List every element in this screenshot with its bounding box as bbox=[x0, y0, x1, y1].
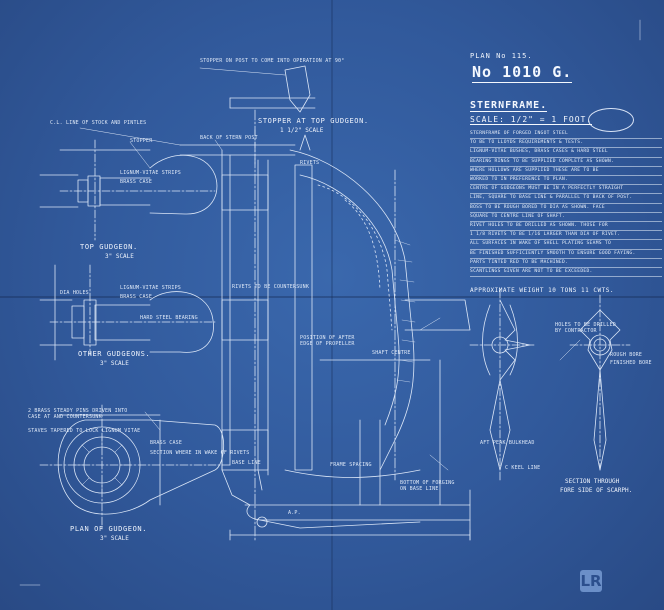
rivets-countersunk-callout: RIVETS TO BE COUNTERSUNK bbox=[232, 284, 310, 290]
rivets-callout: RIVETS bbox=[300, 160, 320, 166]
cl-rudder-callout: C.L. LINE OF STOCK AND PINTLES bbox=[50, 120, 147, 126]
stopper-drawing bbox=[180, 66, 315, 165]
leader-lines bbox=[80, 68, 580, 470]
section-subtitle: FORE SIDE OF SCARPH. bbox=[560, 487, 633, 494]
note-line: RIVET HOLES TO BE DRILLED AS SHOWN. THOS… bbox=[470, 222, 662, 232]
top-gudgeon-scale: 3" SCALE bbox=[105, 253, 134, 260]
stern-post-drawing bbox=[222, 110, 470, 540]
note-line: SCANTLINGS GIVEN ARE NOT TO BE EXCEEDED. bbox=[470, 268, 662, 278]
fold-crease-vertical bbox=[331, 0, 333, 610]
hard-steel-callout: HARD STEEL BEARING bbox=[140, 315, 198, 321]
note-line: LINE, SQUARE TO BASE LINE & PARALLEL TO … bbox=[470, 194, 662, 204]
note-line: BOSS TO BE ROUGH BORED TO DIA AS SHOWN. … bbox=[470, 204, 662, 213]
base-line-callout: BASE LINE bbox=[232, 460, 261, 466]
shaft-boss-drawing bbox=[570, 295, 630, 470]
top-gudgeon-title: TOP GUDGEON. bbox=[80, 243, 138, 251]
stopper-callout: STOPPER bbox=[130, 138, 153, 144]
brass-case-callout-plan: BRASS CASE bbox=[150, 440, 183, 446]
top-gudgeon-drawing bbox=[40, 140, 217, 240]
note-line: LIGNUM-VITAE BUSHES, BRASS CASES & HARD … bbox=[470, 148, 662, 158]
other-gudgeons-title: OTHER GUDGEONS. bbox=[78, 350, 151, 358]
lv-ring-callout-other: LIGNUM-VITAE STRIPS bbox=[120, 285, 181, 291]
shaft-centre-callout: SHAFT CENTRE bbox=[372, 350, 411, 356]
note-line: WHERE HOLLOWS ARE SUPPLIED THESE ARE TO … bbox=[470, 167, 662, 177]
drawing-scale: SCALE: 1/2" = 1 FOOT. bbox=[470, 115, 593, 125]
brass-steady-callout: 2 BRASS STEADY PINS DRIVEN INTO CASE AT … bbox=[28, 408, 128, 420]
note-line: BE FINISHED SUFFICIENTLY SMOOTH TO ENSUR… bbox=[470, 250, 662, 259]
plan-of-gudgeon-drawing bbox=[40, 405, 230, 530]
finished-bore-callout: FINISHED BORE bbox=[610, 360, 652, 366]
ap-callout: A.P. bbox=[288, 510, 301, 516]
note-line: PARTS TINTED RED TO BE MACHINED. bbox=[470, 259, 662, 269]
lv-ring-callout-top: LIGNUM-VITAE STRIPS bbox=[120, 170, 181, 176]
staves-callout: STAVES TAPERED TO LOCK LIGNUM VITAE bbox=[28, 428, 141, 434]
plan-of-gudgeon-title: PLAN OF GUDGEON. bbox=[70, 525, 148, 533]
note-line: ALL SURFACES IN WAKE OF SHELL PLATING SE… bbox=[470, 240, 662, 250]
note-line: 1 1/8 RIVETS TO BE 1/16 LARGER THAN DIA … bbox=[470, 231, 662, 241]
crop-marks bbox=[20, 20, 640, 585]
stopper-title: STOPPER AT TOP GUDGEON. bbox=[258, 117, 369, 125]
note-line: SQUARE TO CENTRE LINE OF SHAFT. bbox=[470, 213, 662, 223]
brass-case-callout-other: BRASS CASE bbox=[120, 294, 153, 300]
note-line: STERNFRAME OF FORGED INGOT STEEL bbox=[470, 130, 662, 140]
holes-callout: HOLES TO BE DRILLED BY CONTRACTOR bbox=[555, 322, 616, 334]
note-line: CENTRE OF GUDGEONS MUST BE IN A PERFECTL… bbox=[470, 185, 662, 195]
note-line: WORKED TO IN PREFERENCE TO PLAN. bbox=[470, 176, 662, 186]
rough-bore-callout: ROUGH BORE bbox=[610, 352, 643, 358]
fold-crease-horizontal bbox=[0, 296, 664, 298]
bottom-forging-callout: BOTTOM OF FORGING ON BASE LINE bbox=[400, 480, 455, 492]
plan-number-label: PLAN No 115. bbox=[470, 52, 533, 60]
back-post-callout: BACK OF STERN POST bbox=[200, 135, 258, 141]
brass-case-callout-top: BRASS CASE bbox=[120, 179, 153, 185]
approval-stamp bbox=[588, 108, 634, 132]
keel-line-callout: C KEEL LINE bbox=[505, 465, 541, 471]
section-at-callout: SECTION WHERE IN WAKE OF RIVETS bbox=[150, 450, 250, 456]
drawing-number: No 1010 G. bbox=[472, 63, 573, 83]
aperture-callout: POSITION OF AFTER EDGE OF PROPELLER bbox=[300, 335, 355, 347]
drawing-title: STERNFRAME. bbox=[470, 100, 548, 112]
section-title: SECTION THROUGH bbox=[565, 478, 620, 485]
lr-logo: LR bbox=[580, 570, 602, 592]
plan-of-gudgeon-scale: 3" SCALE bbox=[100, 535, 129, 542]
section-drawing bbox=[470, 290, 535, 480]
stopper-post-callout: STOPPER ON POST TO COME INTO OPERATION A… bbox=[200, 58, 345, 64]
frame-spacing-callout: FRAME SPACING bbox=[330, 462, 372, 468]
stopper-scale: 1 1/2" SCALE bbox=[280, 127, 324, 134]
note-line: BEARING RINGS TO BE SUPPLIED COMPLETE AS… bbox=[470, 158, 662, 167]
dia-holes-callout: DIA HOLES bbox=[60, 290, 89, 296]
aft-peak-callout: AFT PEAK BULKHEAD bbox=[480, 440, 535, 446]
approximate-weight: APPROXIMATE WEIGHT 10 TONS 11 CWTS. bbox=[470, 287, 614, 294]
note-line: TO BE TO LLOYDS REQUIREMENTS & TESTS. bbox=[470, 139, 662, 149]
other-gudgeons-drawing bbox=[40, 265, 215, 360]
specification-notes: STERNFRAME OF FORGED INGOT STEEL TO BE T… bbox=[470, 130, 662, 278]
other-gudgeons-scale: 3" SCALE bbox=[100, 360, 129, 367]
